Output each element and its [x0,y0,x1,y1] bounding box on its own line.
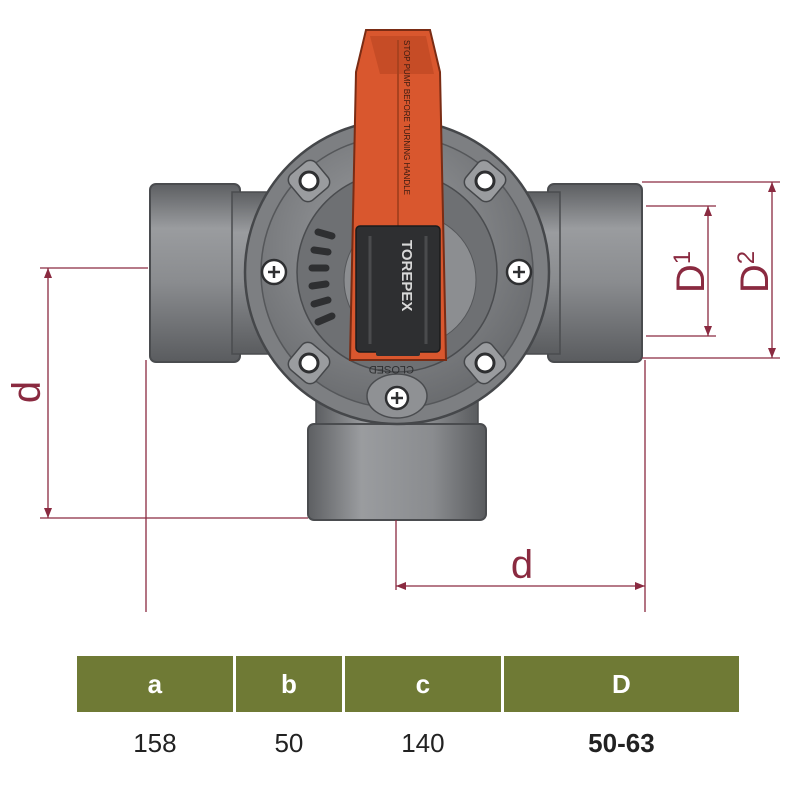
bolt-top-left-icon [287,159,331,203]
dimension-label-d2: D2 [733,251,777,293]
table-header-row: a b c D [77,656,739,712]
bolt-bottom-right-icon [463,341,507,385]
screw-left-icon [260,258,288,286]
handle-warning-text: STOP PUMP BEFORE TURNING HANDLE [402,40,411,195]
dimension-lines [40,181,780,612]
table-cell-d: 50-63 [588,728,655,758]
valve-handle: STOP PUMP BEFORE TURNING HANDLE TOREPEX … [348,29,448,375]
dimension-label-d1-main: D [669,264,713,293]
bolt-top-right-icon [463,159,507,203]
dimension-arrows [44,182,776,590]
table-header-a: a [77,656,233,712]
screw-right-icon [505,258,533,286]
table-header-d: D [503,656,739,712]
svg-text:D2: D2 [733,251,777,293]
valve-technical-drawing: STOP PUMP BEFORE TURNING HANDLE TOREPEX … [5,29,780,612]
dimension-label-d-horizontal: d [511,543,533,587]
dimension-label-d1-sub: 1 [669,251,696,264]
dimension-label-d2-sub: 2 [733,251,760,264]
table-row: 158 50 140 50-63 [77,712,739,760]
handle-brand-text: TOREPEX [398,240,415,311]
dimension-label-d-vertical: d [5,381,49,403]
dimensions-table: a b c D 158 50 140 50-63 [74,656,742,760]
table-cell-a: 158 [133,728,177,758]
table-cell-c: 140 [401,728,445,758]
dimension-label-d1: D1 [669,251,713,293]
handle-closed-text: CLOSED [369,363,414,375]
table-header-c: c [344,656,501,712]
svg-text:D1: D1 [669,251,713,293]
table-header-b: b [235,656,342,712]
bolt-bottom-left-icon [287,341,331,385]
dimension-label-d2-main: D [733,264,777,293]
screw-bottom-icon [384,385,410,411]
table-cell-b: 50 [274,728,304,758]
